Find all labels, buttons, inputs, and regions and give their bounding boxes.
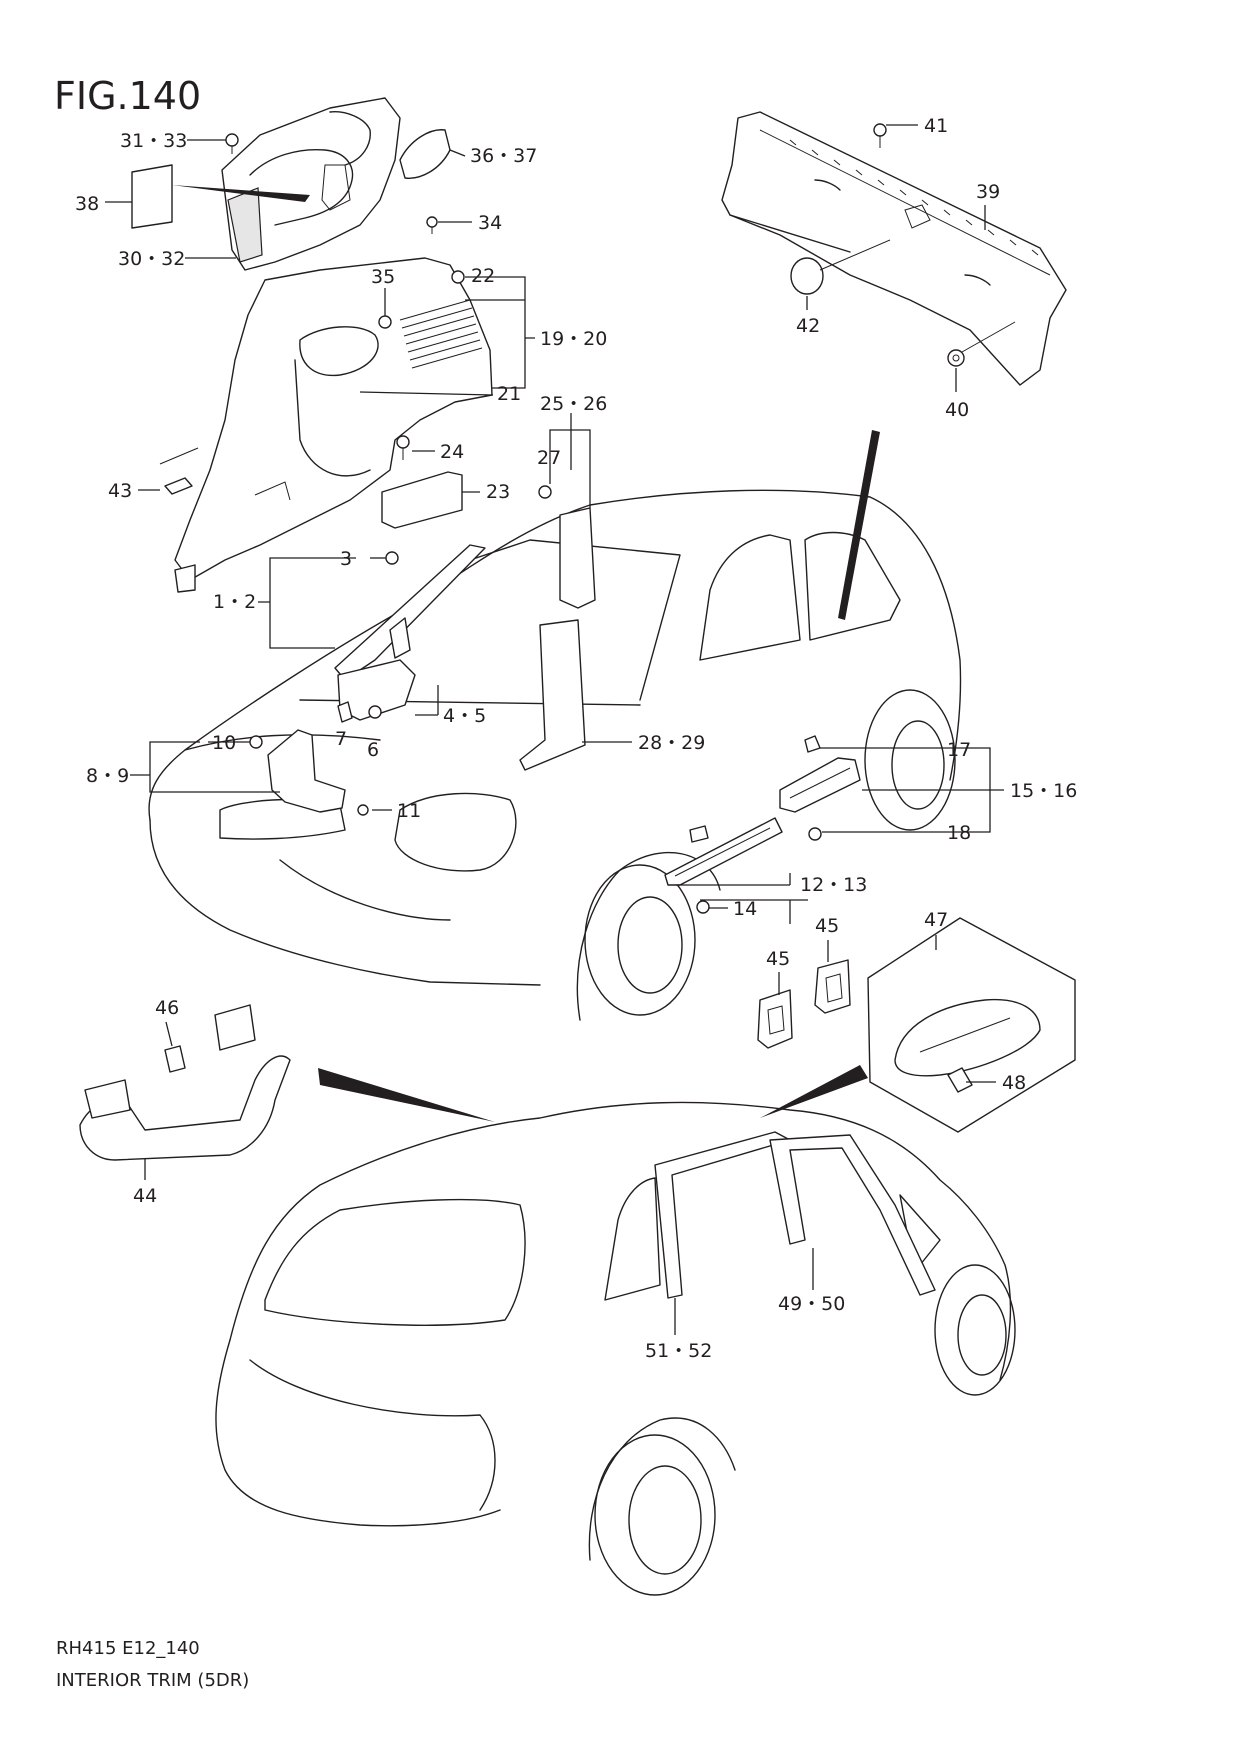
label-51-52: 51・52 (645, 1340, 712, 1362)
front-scuff-12-13 (664, 817, 783, 886)
figure-code: RH415 E12_140 (56, 1638, 200, 1659)
bulb-48 (947, 1067, 973, 1093)
b-pillar-trim-25-26 (559, 507, 596, 609)
leader-lines (105, 124, 1004, 1335)
label-21: 21 (497, 383, 521, 405)
label-47: 47 (924, 909, 948, 931)
label-40: 40 (945, 399, 969, 421)
label-36-37: 36・37 (470, 145, 537, 167)
quarter-upper-trim (221, 97, 401, 271)
figure-title: FIG.140 (54, 74, 202, 118)
label-48: 48 (1002, 1072, 1026, 1094)
clip-22 (451, 270, 465, 284)
label-28-29: 28・29 (638, 732, 705, 754)
label-7: 7 (335, 728, 347, 750)
indicator-arrow-handle (318, 1068, 495, 1122)
label-3: 3 (340, 548, 352, 570)
screw-34 (426, 216, 438, 234)
clip-24 (396, 435, 410, 460)
label-11: 11 (397, 800, 421, 822)
lamp-box-47 (867, 917, 1076, 1133)
rear-scuff-15-16 (779, 757, 861, 813)
label-27: 27 (537, 447, 561, 469)
label-39: 39 (976, 181, 1000, 203)
cover-23 (381, 471, 463, 529)
kick-panel-8-9 (267, 729, 346, 813)
label-34: 34 (478, 212, 502, 234)
cover-45-right (814, 959, 851, 1014)
label-22: 22 (471, 265, 495, 287)
clip-42 (790, 239, 891, 295)
label-46: 46 (155, 997, 179, 1019)
label-6: 6 (367, 739, 379, 761)
clip-14 (696, 900, 710, 914)
grab-handle-44 (79, 1004, 291, 1161)
label-44: 44 (133, 1185, 157, 1207)
label-43: 43 (108, 480, 132, 502)
label-8-9: 8・9 (86, 765, 129, 787)
clip-40 (947, 321, 1016, 367)
label-18: 18 (947, 822, 971, 844)
label-49-50: 49・50 (778, 1293, 845, 1315)
clip-18 (808, 827, 822, 841)
callout-labels: 31・33 36・37 38 34 30・32 35 22 19・20 21 2… (75, 115, 1077, 1362)
rear-end-trim-39 (721, 111, 1067, 386)
label-38: 38 (75, 193, 99, 215)
clip-7 (337, 701, 353, 723)
label-45-right: 45 (815, 915, 839, 937)
clip-31-33 (225, 133, 239, 154)
label-10: 10 (212, 732, 236, 754)
label-1-2: 1・2 (213, 591, 256, 613)
label-45-left: 45 (766, 948, 790, 970)
clip-17 (804, 735, 821, 753)
label-42: 42 (796, 315, 820, 337)
label-35: 35 (371, 266, 395, 288)
clip-10 (249, 735, 263, 749)
a-pillar-trim (334, 544, 486, 681)
label-14: 14 (733, 898, 757, 920)
label-25-26: 25・26 (540, 393, 607, 415)
label-23: 23 (486, 481, 510, 503)
clip-41 (873, 123, 887, 148)
screw-11 (357, 804, 369, 816)
indicator-arrow-front (838, 430, 880, 620)
vehicle-rear-body (215, 1101, 1016, 1596)
pad-38 (131, 164, 173, 229)
label-24: 24 (440, 441, 464, 463)
clip-3 (385, 551, 399, 565)
label-41: 41 (924, 115, 948, 137)
clip-46 (164, 1045, 186, 1073)
quarter-upper-cover (399, 129, 451, 179)
hook-43 (159, 447, 199, 495)
label-19-20: 19・20 (540, 328, 607, 350)
label-15-16: 15・16 (1010, 780, 1077, 802)
label-17: 17 (947, 739, 971, 761)
quarter-lower-trim (174, 257, 493, 593)
label-31-33: 31・33 (120, 130, 187, 152)
indicator-arrow-lamp (760, 1065, 868, 1118)
b-pillar-lower-28-29 (519, 619, 586, 771)
cover-45-left (757, 989, 793, 1049)
label-12-13: 12・13 (800, 874, 867, 896)
screw-35 (378, 315, 392, 329)
label-30-32: 30・32 (118, 248, 185, 270)
clip-27 (538, 485, 552, 499)
clip-6 (368, 705, 382, 719)
label-4-5: 4・5 (443, 705, 486, 727)
figure-caption: INTERIOR TRIM (5DR) (56, 1670, 250, 1691)
indicator-arrow-38 (172, 185, 310, 202)
